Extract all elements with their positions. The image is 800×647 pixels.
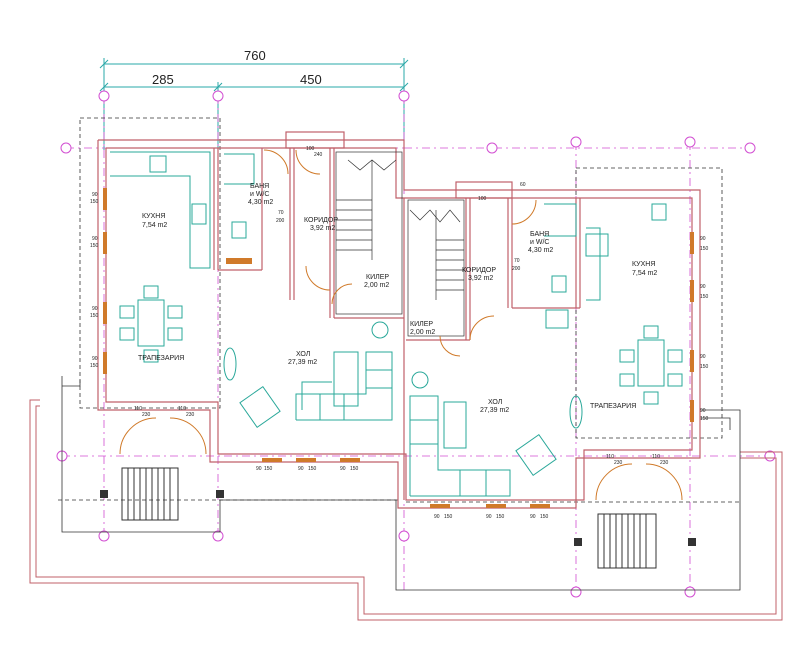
win-size-w: 90 [92, 356, 98, 362]
entry-grates [121, 467, 657, 569]
corridor-right-name: КОРИДОР [462, 267, 496, 274]
win-size-h: 150 [496, 514, 505, 520]
door-size-w: 110 [178, 406, 186, 412]
win-size-w: 90 [486, 514, 492, 520]
dimension-total: 760 [244, 48, 266, 63]
corridor-left-name: КОРИДОР [304, 217, 338, 224]
win-size-w: 90 [92, 192, 98, 198]
door-size-w: 70 [514, 258, 520, 264]
dimension-right: 450 [300, 72, 322, 87]
win-size-h: 150 [90, 243, 99, 249]
win-size-w: 90 [700, 284, 706, 290]
win-size-h: 150 [308, 466, 317, 472]
dimension-lines [99, 58, 409, 150]
kitchen-left-name: КУХНЯ [142, 213, 165, 220]
win-size-h: 150 [90, 363, 99, 369]
bath-left-sub: и W/C [250, 191, 269, 198]
dining-left-name: ТРАПЕЗАРИЯ [138, 355, 184, 362]
door-size-h: 230 [614, 460, 623, 466]
kitchen-right-area: 7,54 m2 [632, 270, 657, 277]
walls [97, 131, 701, 509]
door-size-w: 110 [652, 454, 660, 460]
storage-right-name: КИЛЕР [410, 321, 433, 328]
stairs-left [335, 151, 403, 315]
bath-right-name: БАНЯ [530, 231, 549, 238]
bath-right-sub: и W/C [530, 239, 549, 246]
fixtures [110, 151, 683, 497]
door-size-h: 240 [314, 152, 323, 158]
door-size-w: 100 [478, 196, 487, 202]
terrace-outline [29, 399, 783, 621]
storage-left-area: 2,00 m2 [364, 282, 389, 289]
win-size-w: 90 [92, 306, 98, 312]
door-size-w: 70 [278, 210, 284, 216]
hall-left-area: 27,39 m2 [288, 359, 317, 366]
win-size-h: 150 [700, 294, 709, 300]
kitchen-left-area: 7,54 m2 [142, 222, 167, 229]
door-size-h: 230 [186, 412, 195, 418]
win-size-h: 150 [700, 246, 709, 252]
stairs-right [407, 199, 465, 337]
axis-markers [56, 90, 776, 598]
win-size-h: 150 [540, 514, 549, 520]
win-size-w: 90 [340, 466, 346, 472]
win-size-w: 90 [700, 236, 706, 242]
door-size-h: 230 [660, 460, 669, 466]
win-size-w: 90 [700, 354, 706, 360]
bath-left-name: БАНЯ [250, 183, 269, 190]
win-size-h: 150 [264, 466, 273, 472]
hall-right-area: 27,39 m2 [480, 407, 509, 414]
hall-left-name: ХОЛ [296, 351, 311, 358]
win-size-h: 150 [700, 416, 709, 422]
doors [119, 149, 683, 501]
win-size-w: 90 [434, 514, 440, 520]
door-size-w: 110 [606, 454, 614, 460]
dining-right-name: ТРАПЕЗАРИЯ [590, 403, 636, 410]
bath-right-area: 4,30 m2 [528, 247, 553, 254]
win-size-h: 150 [350, 466, 359, 472]
win-size-w: 90 [92, 236, 98, 242]
corridor-right-area: 3,92 m2 [468, 275, 493, 282]
door-size-h: 230 [142, 412, 151, 418]
storage-left-name: КИЛЕР [366, 274, 389, 281]
win-size-h: 150 [90, 313, 99, 319]
door-size-w: 60 [520, 182, 526, 188]
win-size-w: 90 [530, 514, 536, 520]
bath-left-area: 4,30 m2 [248, 199, 273, 206]
win-size-h: 150 [700, 364, 709, 370]
win-size-w: 90 [298, 466, 304, 472]
win-size-h: 150 [90, 199, 99, 205]
corridor-left-area: 3,92 m2 [310, 225, 335, 232]
dimension-left: 285 [152, 72, 174, 87]
columns [100, 490, 696, 546]
win-size-h: 150 [444, 514, 453, 520]
door-size-h: 200 [512, 266, 521, 272]
door-size-w: 100 [306, 146, 315, 152]
door-size-w: 110 [134, 406, 142, 412]
kitchen-right-name: КУХНЯ [632, 261, 655, 268]
win-size-w: 90 [256, 466, 262, 472]
storage-right-area: 2,00 m2 [410, 329, 435, 336]
size-labels: 90 150 90 150 90 150 90 150 110 230 110 … [90, 146, 709, 520]
windows [103, 188, 694, 508]
hall-right-name: ХОЛ [488, 399, 503, 406]
win-size-w: 90 [700, 408, 706, 414]
door-size-h: 200 [276, 218, 285, 224]
